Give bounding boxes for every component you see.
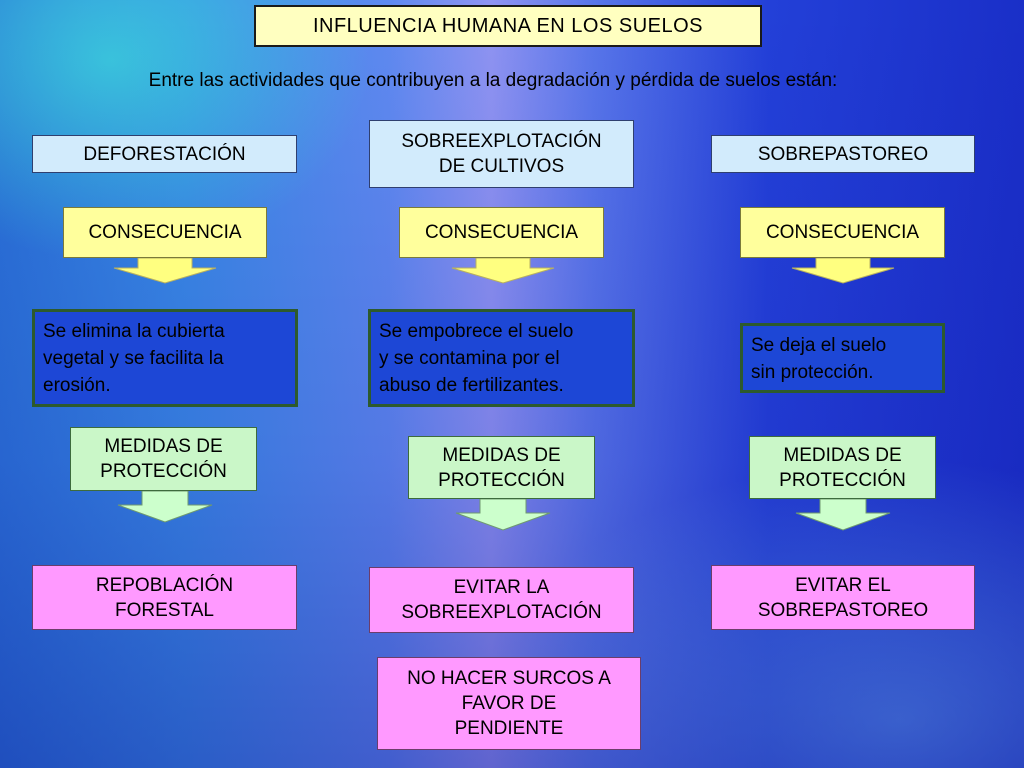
activity-deforestacion: DEFORESTACIÓN — [32, 135, 297, 173]
down-arrow-icon — [117, 491, 213, 523]
measures-label-sobrepastoreo: MEDIDAS DE PROTECCIÓN — [749, 436, 936, 499]
solution-evitar-sobreexplotacion: EVITAR LA SOBREEXPLOTACIÓN — [369, 567, 634, 633]
consequence-sobreexplotacion: Se empobrece el suelo y se contamina por… — [368, 309, 635, 407]
consequence-label-deforestacion: CONSECUENCIA — [63, 207, 267, 258]
consequence-sobrepastoreo: Se deja el suelo sin protección. — [740, 323, 945, 393]
down-arrow-icon — [795, 499, 891, 531]
down-arrow-icon — [113, 258, 217, 284]
measures-label-deforestacion: MEDIDAS DE PROTECCIÓN — [70, 427, 257, 491]
slide-title: INFLUENCIA HUMANA EN LOS SUELOS — [254, 5, 762, 47]
down-arrow-icon — [455, 499, 551, 531]
solution-no-hacer-surcos: NO HACER SURCOS A FAVOR DE PENDIENTE — [377, 657, 641, 750]
activity-sobreexplotacion: SOBREEXPLOTACIÓN DE CULTIVOS — [369, 120, 634, 188]
intro-text: Entre las actividades que contribuyen a … — [148, 70, 838, 91]
consequence-label-sobrepastoreo: CONSECUENCIA — [740, 207, 945, 258]
down-arrow-icon — [791, 258, 895, 284]
solution-evitar-sobrepastoreo: EVITAR EL SOBREPASTOREO — [711, 565, 975, 630]
down-arrow-icon — [451, 258, 555, 284]
solution-repoblacion: REPOBLACIÓN FORESTAL — [32, 565, 297, 630]
consequence-deforestacion: Se elimina la cubierta vegetal y se faci… — [32, 309, 298, 407]
measures-label-sobreexplotacion: MEDIDAS DE PROTECCIÓN — [408, 436, 595, 499]
consequence-label-sobreexplotacion: CONSECUENCIA — [399, 207, 604, 258]
activity-sobrepastoreo: SOBREPASTOREO — [711, 135, 975, 173]
